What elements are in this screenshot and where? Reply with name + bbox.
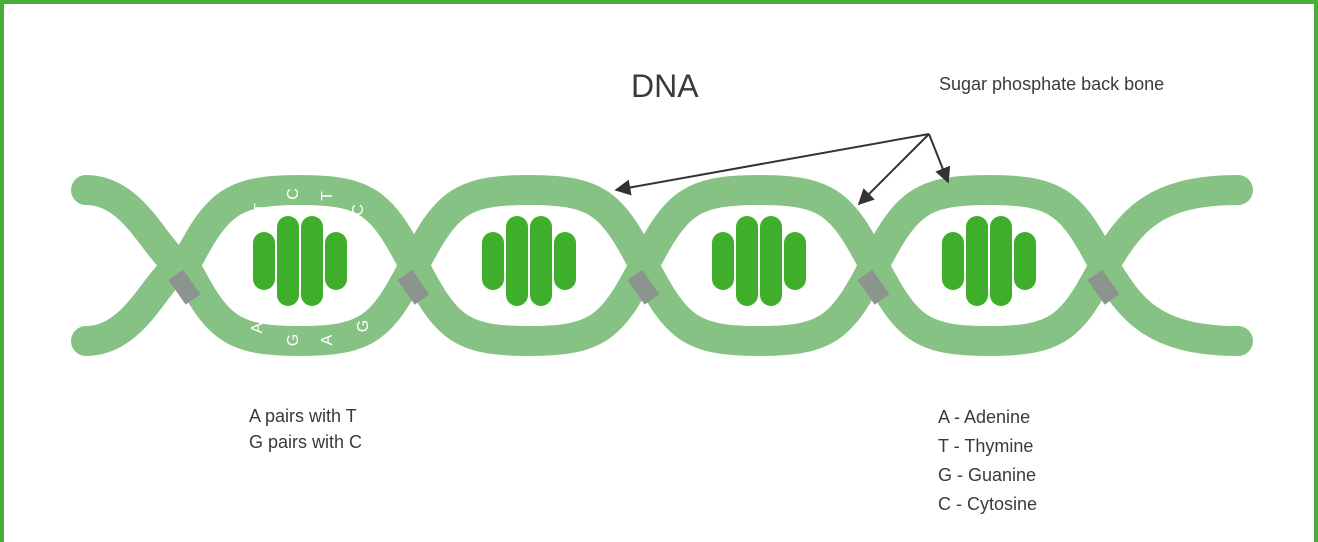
base-pair-bar <box>530 216 552 306</box>
base-pair-bar <box>966 216 988 306</box>
callout-arrows <box>614 133 951 206</box>
base-pair-bar <box>506 216 528 306</box>
pairing-rule: G pairs with C <box>249 432 363 452</box>
backbone-link-marker <box>1087 269 1120 305</box>
key-item: G - Guanine <box>938 465 1037 485</box>
base-pair-bar <box>554 232 576 290</box>
backbone-link-marker <box>627 269 660 305</box>
backbone-callout-label: Sugar phosphate back bone <box>939 74 1165 94</box>
base-pair-bar <box>325 232 347 290</box>
callout-arrow <box>928 133 951 184</box>
sugar-phosphate-backbone <box>71 174 1253 357</box>
base-letter: G <box>355 320 372 332</box>
key-item: T - Thymine <box>938 436 1034 456</box>
base-pair-bar <box>253 232 275 290</box>
base-pair-bar <box>736 216 758 306</box>
base-pair-bar <box>712 232 734 290</box>
base-letter: G <box>285 334 302 346</box>
base-pair-bar <box>942 232 964 290</box>
base-letter: A <box>319 334 336 345</box>
pairing-rules: A pairs with T G pairs with C <box>249 403 362 455</box>
base-letter: A <box>249 322 266 333</box>
base-pair-bar <box>990 216 1012 306</box>
key-item: C - Cytosine <box>938 494 1038 514</box>
nucleotide-key: A - Adenine T - Thymine G - Guanine C - … <box>938 403 1037 519</box>
backbone-link-marker <box>857 269 890 305</box>
callout-arrow <box>857 133 930 206</box>
base-letter: T <box>319 191 336 201</box>
callout-arrow <box>614 133 930 196</box>
key-item: A - Adenine <box>938 407 1031 427</box>
base-pair-bars <box>253 216 1036 306</box>
backbone-link-marker <box>168 269 201 305</box>
base-pair-bar <box>784 232 806 290</box>
base-pair-bar <box>301 216 323 306</box>
base-pair-bar <box>482 232 504 290</box>
diagram-title: DNA <box>631 68 699 104</box>
base-pair-bar <box>760 216 782 306</box>
base-pair-bar <box>277 216 299 306</box>
pairing-rule: A pairs with T <box>249 406 357 426</box>
base-letter: C <box>285 188 302 200</box>
backbone-link-markers <box>168 269 1120 305</box>
base-pair-bar <box>1014 232 1036 290</box>
backbone-strand <box>71 174 1253 357</box>
helix-base-letters: T C T C A G A G <box>249 188 372 346</box>
base-letter: C <box>350 204 367 216</box>
base-letter: T <box>252 203 269 213</box>
backbone-link-marker <box>397 269 430 305</box>
dna-helix-illustration: T C T C A G A G <box>71 133 1253 357</box>
